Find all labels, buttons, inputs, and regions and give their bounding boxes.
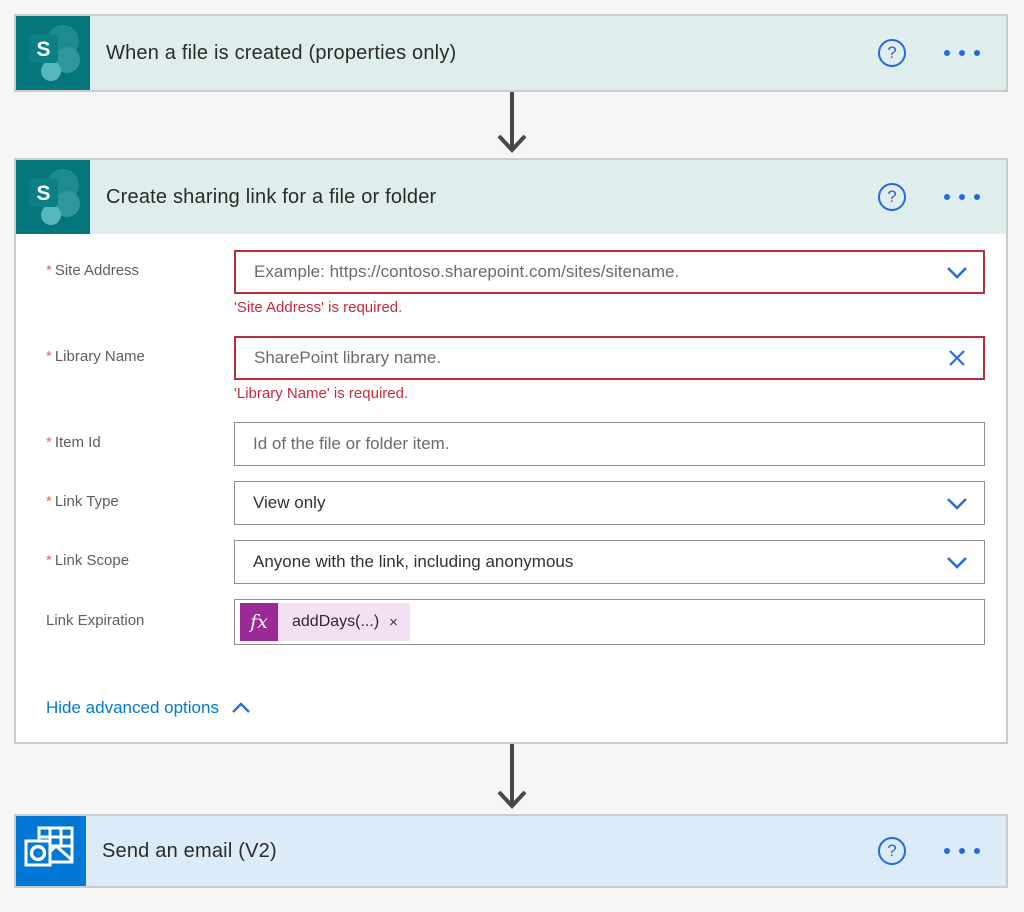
flow-arrow-down (497, 92, 527, 153)
library-name-error: 'Library Name' is required. (234, 385, 409, 402)
library-name-input[interactable] (234, 336, 985, 380)
link-type-label: *Link Type (46, 493, 119, 510)
chevron-down-icon[interactable] (945, 260, 969, 284)
link-expiration-input[interactable]: fx addDays(...) × (234, 599, 985, 645)
required-marker: * (46, 434, 52, 451)
site-address-label: *Site Address (46, 262, 140, 279)
field-row-site-address: *Site Address 'Site Address' is required… (46, 250, 985, 316)
chevron-up-icon (232, 702, 250, 713)
link-scope-dropdown[interactable] (234, 540, 985, 584)
trigger-card-header[interactable]: S When a file is created (properties onl… (16, 16, 1006, 90)
hide-advanced-options-link[interactable]: Hide advanced options (46, 698, 251, 718)
email-card-header[interactable]: Send an email (V2) ? (16, 816, 1006, 886)
field-row-link-scope: *Link Scope (46, 540, 985, 584)
link-scope-label: *Link Scope (46, 552, 130, 569)
fx-icon: fx (240, 603, 278, 641)
expression-token[interactable]: fx addDays(...) × (240, 603, 410, 641)
ellipsis-menu-icon[interactable] (942, 188, 982, 206)
expression-token-text: addDays(...) (292, 613, 380, 630)
clear-x-icon[interactable] (945, 346, 969, 370)
library-name-label: *Library Name (46, 348, 145, 365)
action-card-header[interactable]: S Create sharing link for a file or fold… (16, 160, 1006, 234)
trigger-title: When a file is created (properties only) (106, 41, 457, 64)
hide-advanced-options-label: Hide advanced options (46, 698, 219, 717)
ellipsis-menu-icon[interactable] (942, 842, 982, 860)
sharepoint-icon: S (16, 16, 90, 90)
site-address-input[interactable] (234, 250, 985, 294)
required-marker: * (46, 348, 52, 365)
site-address-error: 'Site Address' is required. (234, 299, 403, 316)
action-card-body: *Site Address 'Site Address' is required… (16, 234, 1006, 740)
email-card: Send an email (V2) ? (14, 814, 1008, 888)
link-type-dropdown[interactable] (234, 481, 985, 525)
flow-arrow-down (497, 744, 527, 809)
required-marker: * (46, 262, 52, 279)
link-expiration-label: Link Expiration (46, 612, 145, 629)
help-icon[interactable]: ? (878, 39, 906, 67)
email-title: Send an email (V2) (102, 839, 277, 862)
field-row-link-type: *Link Type (46, 481, 985, 525)
required-marker: * (46, 552, 52, 569)
trigger-card: S When a file is created (properties onl… (14, 14, 1008, 92)
outlook-icon (16, 816, 86, 886)
sharepoint-icon: S (16, 160, 90, 234)
action-card: S Create sharing link for a file or fold… (14, 158, 1008, 744)
help-icon[interactable]: ? (878, 837, 906, 865)
field-row-library-name: *Library Name 'Library Name' is required… (46, 336, 985, 402)
field-row-item-id: *Item Id (46, 422, 985, 466)
item-id-input[interactable] (234, 422, 985, 466)
svg-text:S: S (36, 38, 50, 61)
ellipsis-menu-icon[interactable] (942, 44, 982, 62)
chevron-down-icon[interactable] (945, 491, 969, 515)
item-id-label: *Item Id (46, 434, 101, 451)
chevron-down-icon[interactable] (945, 550, 969, 574)
action-title: Create sharing link for a file or folder (106, 185, 437, 208)
field-row-link-expiration: Link Expiration fx addDays(...) × (46, 599, 985, 645)
svg-text:S: S (36, 182, 50, 205)
required-marker: * (46, 493, 52, 510)
help-icon[interactable]: ? (878, 183, 906, 211)
remove-token-icon[interactable]: × (389, 613, 398, 631)
